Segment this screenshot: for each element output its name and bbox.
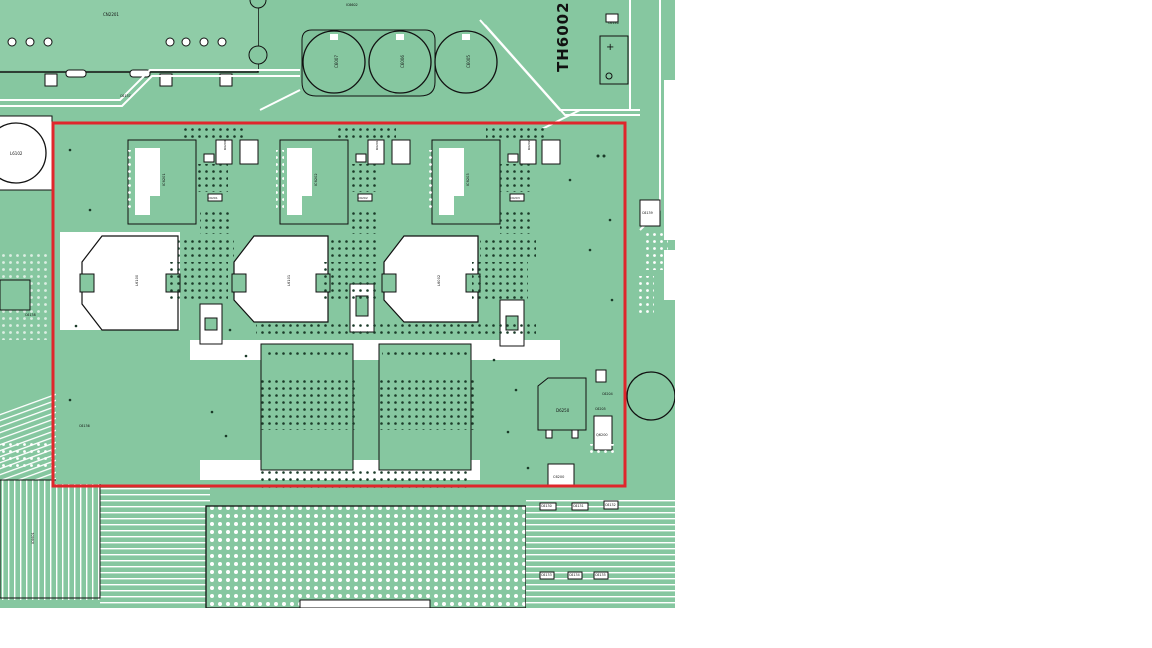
cap-a-label: C6007 bbox=[334, 55, 339, 68]
l6101-label: L6101 bbox=[287, 275, 291, 286]
ic6202-label: IC6202 bbox=[314, 173, 318, 186]
power-stage: IC6201 IC6202 IC6203 bbox=[56, 126, 622, 490]
u2-label: IC6602 bbox=[346, 3, 358, 7]
misc8-label: C6137 bbox=[120, 94, 131, 98]
r6200-label: R6200 bbox=[223, 140, 227, 150]
misc10-label: C6139 bbox=[642, 211, 653, 215]
ic6201-label: IC6201 bbox=[162, 173, 166, 186]
small-cap-top-right: + bbox=[599, 13, 629, 85]
c6203-label: C6203 bbox=[510, 196, 520, 200]
c6205-label: C6205 bbox=[595, 407, 606, 411]
mosfet-pad-left bbox=[258, 343, 358, 471]
scattered-vias bbox=[68, 148, 614, 470]
c6204-label: C6204 bbox=[602, 392, 613, 396]
mosfet-pad-right bbox=[376, 343, 476, 471]
bottom-bga-region bbox=[0, 479, 675, 608]
component-refs: C6201 C6202 C6203 R6200 R6201 R6202 bbox=[208, 140, 531, 200]
ic6203-label: IC6203 bbox=[466, 173, 470, 186]
svg-text:+: + bbox=[606, 42, 614, 53]
cap-b-label: C6006 bbox=[400, 55, 405, 68]
misc5-label: C6134 bbox=[569, 573, 580, 577]
regulator-d6250: D6250 Q6200 C6200 bbox=[537, 369, 614, 487]
bottom-margin bbox=[0, 608, 675, 648]
misc7-label: C6136 bbox=[79, 424, 90, 428]
via-field-6 bbox=[500, 210, 530, 234]
cap-c-label: C6005 bbox=[466, 55, 471, 68]
peripheral-refs: C6130 C6131 C6132 C6133 C6134 C6135 C613… bbox=[25, 3, 653, 577]
d6250-label: D6250 bbox=[556, 408, 570, 413]
highlight-rectangle bbox=[51, 121, 627, 488]
via-field-1 bbox=[178, 236, 234, 258]
misc1-label: C6130 bbox=[541, 504, 552, 508]
l6102-label: L6102 bbox=[10, 151, 23, 156]
ic-block-1: IC6201 bbox=[124, 126, 259, 225]
misc11-label: C6140 bbox=[608, 21, 619, 25]
ic-block-2: IC6202 bbox=[276, 126, 411, 225]
top-ref-label: CN2201 bbox=[103, 12, 119, 17]
via-field-5 bbox=[350, 210, 380, 234]
th6002-label: TH6002 bbox=[554, 1, 572, 72]
pcb-board-drawing: CN2201 C6007 C6006 C6005 TH6002 + L610 bbox=[0, 0, 675, 608]
l6002-label: L6002 bbox=[437, 275, 441, 286]
blank-canvas-area bbox=[675, 0, 1152, 648]
misc6-label: C6135 bbox=[595, 573, 606, 577]
inductor-l6100: L6100 bbox=[79, 235, 228, 345]
c6202-label: C6202 bbox=[358, 196, 368, 200]
u1-label: IC6601 bbox=[31, 532, 35, 544]
r6201-label: R6201 bbox=[375, 140, 379, 150]
ic-block-3: IC6203 bbox=[428, 126, 561, 225]
c6200-label: C6200 bbox=[553, 475, 564, 479]
via-field-3 bbox=[480, 236, 536, 258]
l6100-label: L6100 bbox=[135, 274, 139, 286]
inductor-l6101: L6101 bbox=[231, 235, 380, 333]
misc4-label: C6133 bbox=[541, 573, 552, 577]
q6200-label: Q6200 bbox=[596, 433, 608, 437]
via-row-mid bbox=[256, 322, 536, 336]
via-field-4 bbox=[200, 210, 230, 234]
via-field-2 bbox=[330, 236, 378, 258]
left-trace-fan bbox=[0, 250, 210, 608]
misc3-label: C6132 bbox=[605, 503, 616, 507]
electrolytic-capacitors: C6007 C6006 C6005 bbox=[301, 29, 498, 97]
right-side-components bbox=[626, 80, 675, 421]
inductor-l6102: L6102 bbox=[0, 115, 53, 191]
misc2-label: C6131 bbox=[573, 504, 584, 508]
pcb-layout-view: CN2201 C6007 C6006 C6005 TH6002 + L610 bbox=[0, 0, 675, 608]
r6202-label: R6202 bbox=[527, 140, 531, 150]
misc9-label: C6138 bbox=[25, 313, 36, 317]
c6201-label: C6201 bbox=[208, 196, 218, 200]
connector-block-top: CN2201 bbox=[0, 0, 268, 87]
